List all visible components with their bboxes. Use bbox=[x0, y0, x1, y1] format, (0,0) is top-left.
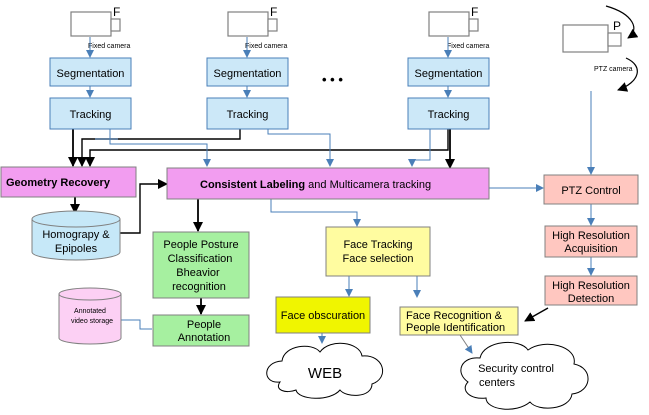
connectors bbox=[68, 37, 595, 354]
geometry-recovery-box: Geometry Recovery bbox=[0, 166, 137, 198]
ptz-rotation-arrow-bottom bbox=[617, 57, 638, 92]
segmentation-label-3: Segmentation bbox=[415, 68, 483, 80]
ptz-camera-label: PTZ camera bbox=[594, 66, 633, 73]
posture-label-2: Classification bbox=[168, 253, 233, 265]
high-resolution-acquisition-box: High Resolution Acquisition bbox=[544, 225, 638, 258]
tracking-label-1: Tracking bbox=[70, 109, 112, 121]
high-res-det-label-1: High Resolution bbox=[552, 280, 630, 292]
high-res-acq-label-2: Acquisition bbox=[564, 243, 617, 255]
consistent-labeling-bold: Consistent Labeling bbox=[200, 179, 305, 191]
fixed-camera-3-label: Fixed camera bbox=[447, 43, 490, 50]
web-cloud-icon: WEB bbox=[266, 342, 383, 399]
people-annotation-label-1: People bbox=[187, 319, 221, 331]
face-tracking-box: Face Tracking Face selection bbox=[325, 226, 431, 277]
web-label: WEB bbox=[308, 365, 342, 382]
segmentation-label-1: Segmentation bbox=[57, 68, 125, 80]
security-control-cloud-icon: Security control centers bbox=[460, 341, 589, 410]
posture-label-3: Bheavior bbox=[176, 267, 220, 279]
people-annotation-label-2: Annotation bbox=[178, 332, 231, 344]
homography-label-1: Homograpy & bbox=[42, 229, 110, 241]
face-recognition-label-2: People Identification bbox=[406, 322, 505, 334]
fixed-camera-2-letter: F bbox=[270, 5, 277, 19]
people-posture-box: People Posture Classification Bheavior r… bbox=[152, 231, 250, 299]
segmentation-box-3: Segmentation bbox=[407, 57, 490, 87]
security-label-2: centers bbox=[479, 377, 516, 389]
fixed-camera-3-icon: F bbox=[428, 5, 479, 37]
ptz-control-label: PTZ Control bbox=[561, 185, 620, 197]
face-recognition-label-1: Face Recognition & bbox=[406, 310, 503, 322]
fixed-camera-2-label: Fixed camera bbox=[245, 43, 288, 50]
fixed-camera-2-icon: F bbox=[227, 5, 278, 37]
homography-epipoles-cylinder: Homograpy & Epipoles bbox=[31, 210, 121, 261]
homography-label-2: Epipoles bbox=[55, 243, 98, 255]
high-res-acq-label-1: High Resolution bbox=[552, 230, 630, 242]
annotated-storage-label-1: Annotated bbox=[74, 308, 106, 315]
segmentation-label-2: Segmentation bbox=[214, 68, 282, 80]
tracking-box-3: Tracking bbox=[407, 97, 490, 130]
geometry-recovery-label: Geometry Recovery bbox=[6, 177, 111, 189]
ptz-camera-letter: P bbox=[613, 19, 621, 33]
annotated-video-storage-cylinder: Annotated video storage bbox=[58, 287, 122, 345]
security-label-1: Security control bbox=[478, 363, 554, 375]
ptz-camera-icon: P bbox=[562, 19, 622, 53]
tracking-label-3: Tracking bbox=[428, 109, 470, 121]
posture-label-1: People Posture bbox=[163, 239, 238, 251]
annotated-storage-label-2: video storage bbox=[71, 318, 113, 325]
people-annotation-box: People Annotation bbox=[152, 314, 250, 347]
tracking-label-2: Tracking bbox=[227, 109, 269, 121]
consistent-labeling-label: Consistent Labeling and Multicamera trac… bbox=[200, 179, 431, 191]
high-res-det-label-2: Detection bbox=[568, 293, 614, 305]
tracking-box-2: Tracking bbox=[206, 97, 289, 130]
face-recognition-box: Face Recognition & People Identification bbox=[399, 306, 519, 336]
face-obscuration-box: Face obscuration bbox=[275, 296, 371, 334]
fixed-camera-1-letter: F bbox=[113, 5, 120, 19]
tracking-box-1: Tracking bbox=[49, 97, 132, 130]
fixed-camera-1-label: Fixed camera bbox=[88, 43, 131, 50]
segmentation-box-1: Segmentation bbox=[49, 57, 132, 87]
segmentation-box-2: Segmentation bbox=[206, 57, 289, 87]
face-tracking-label-2: Face selection bbox=[343, 253, 414, 265]
face-tracking-label-1: Face Tracking bbox=[343, 239, 412, 251]
face-obscuration-label: Face obscuration bbox=[281, 310, 365, 322]
ptz-rotation-arrow-top bbox=[605, 5, 639, 39]
consistent-labeling-rest: and Multicamera tracking bbox=[305, 179, 431, 191]
consistent-labeling-box: Consistent Labeling and Multicamera trac… bbox=[166, 167, 490, 200]
fixed-camera-3-letter: F bbox=[471, 5, 478, 19]
fixed-camera-1-icon: F bbox=[70, 5, 121, 37]
high-resolution-detection-box: High Resolution Detection bbox=[544, 275, 638, 306]
posture-label-4: recognition bbox=[172, 281, 226, 293]
ellipsis: • • • bbox=[322, 72, 343, 87]
ptz-control-box: PTZ Control bbox=[543, 174, 639, 205]
